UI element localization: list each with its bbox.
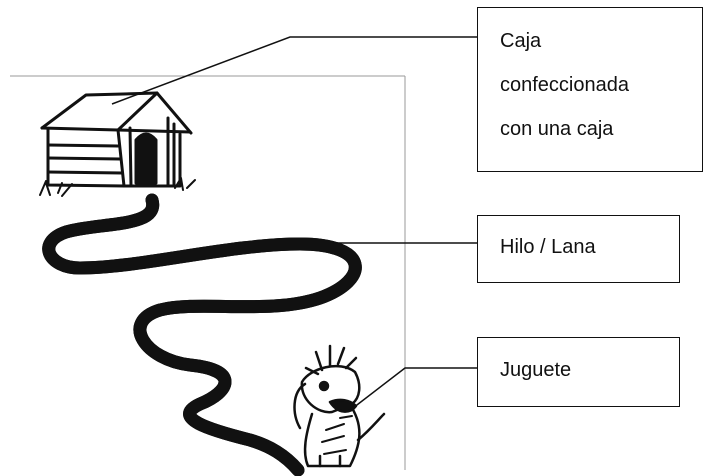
label-juguete-text: Juguete xyxy=(500,359,572,381)
doghouse-drawing xyxy=(39,91,196,197)
label-box-juguete: Juguete xyxy=(477,337,680,407)
leader-line-box xyxy=(111,36,477,105)
doghouse-door xyxy=(134,132,158,185)
paper-sheet xyxy=(10,75,406,470)
dog-tail xyxy=(356,412,386,442)
label-caja-line-2: confeccionada xyxy=(500,74,629,96)
doghouse-roof-front xyxy=(40,91,159,132)
dog-ear xyxy=(293,382,307,430)
leader-line-toy xyxy=(352,367,477,409)
leader-lines xyxy=(111,36,477,409)
dog-toy-drawing xyxy=(293,344,386,468)
grass-tufts xyxy=(39,177,196,197)
label-box-hilo: Hilo / Lana xyxy=(477,215,680,283)
doghouse-roof xyxy=(40,91,193,135)
label-hilo-text: Hilo / Lana xyxy=(500,236,596,258)
dog-body xyxy=(303,406,361,468)
dog-hair xyxy=(304,344,358,376)
label-caja-line-1: Caja xyxy=(500,30,542,52)
dog-head xyxy=(300,364,361,414)
yarn-thread-drawing xyxy=(49,193,356,476)
dog-eye xyxy=(318,380,330,392)
doghouse-side-wall xyxy=(46,128,127,188)
label-caja-line-3: con una caja xyxy=(500,118,614,140)
label-box-caja: Caja confeccionada con una caja xyxy=(477,7,703,172)
